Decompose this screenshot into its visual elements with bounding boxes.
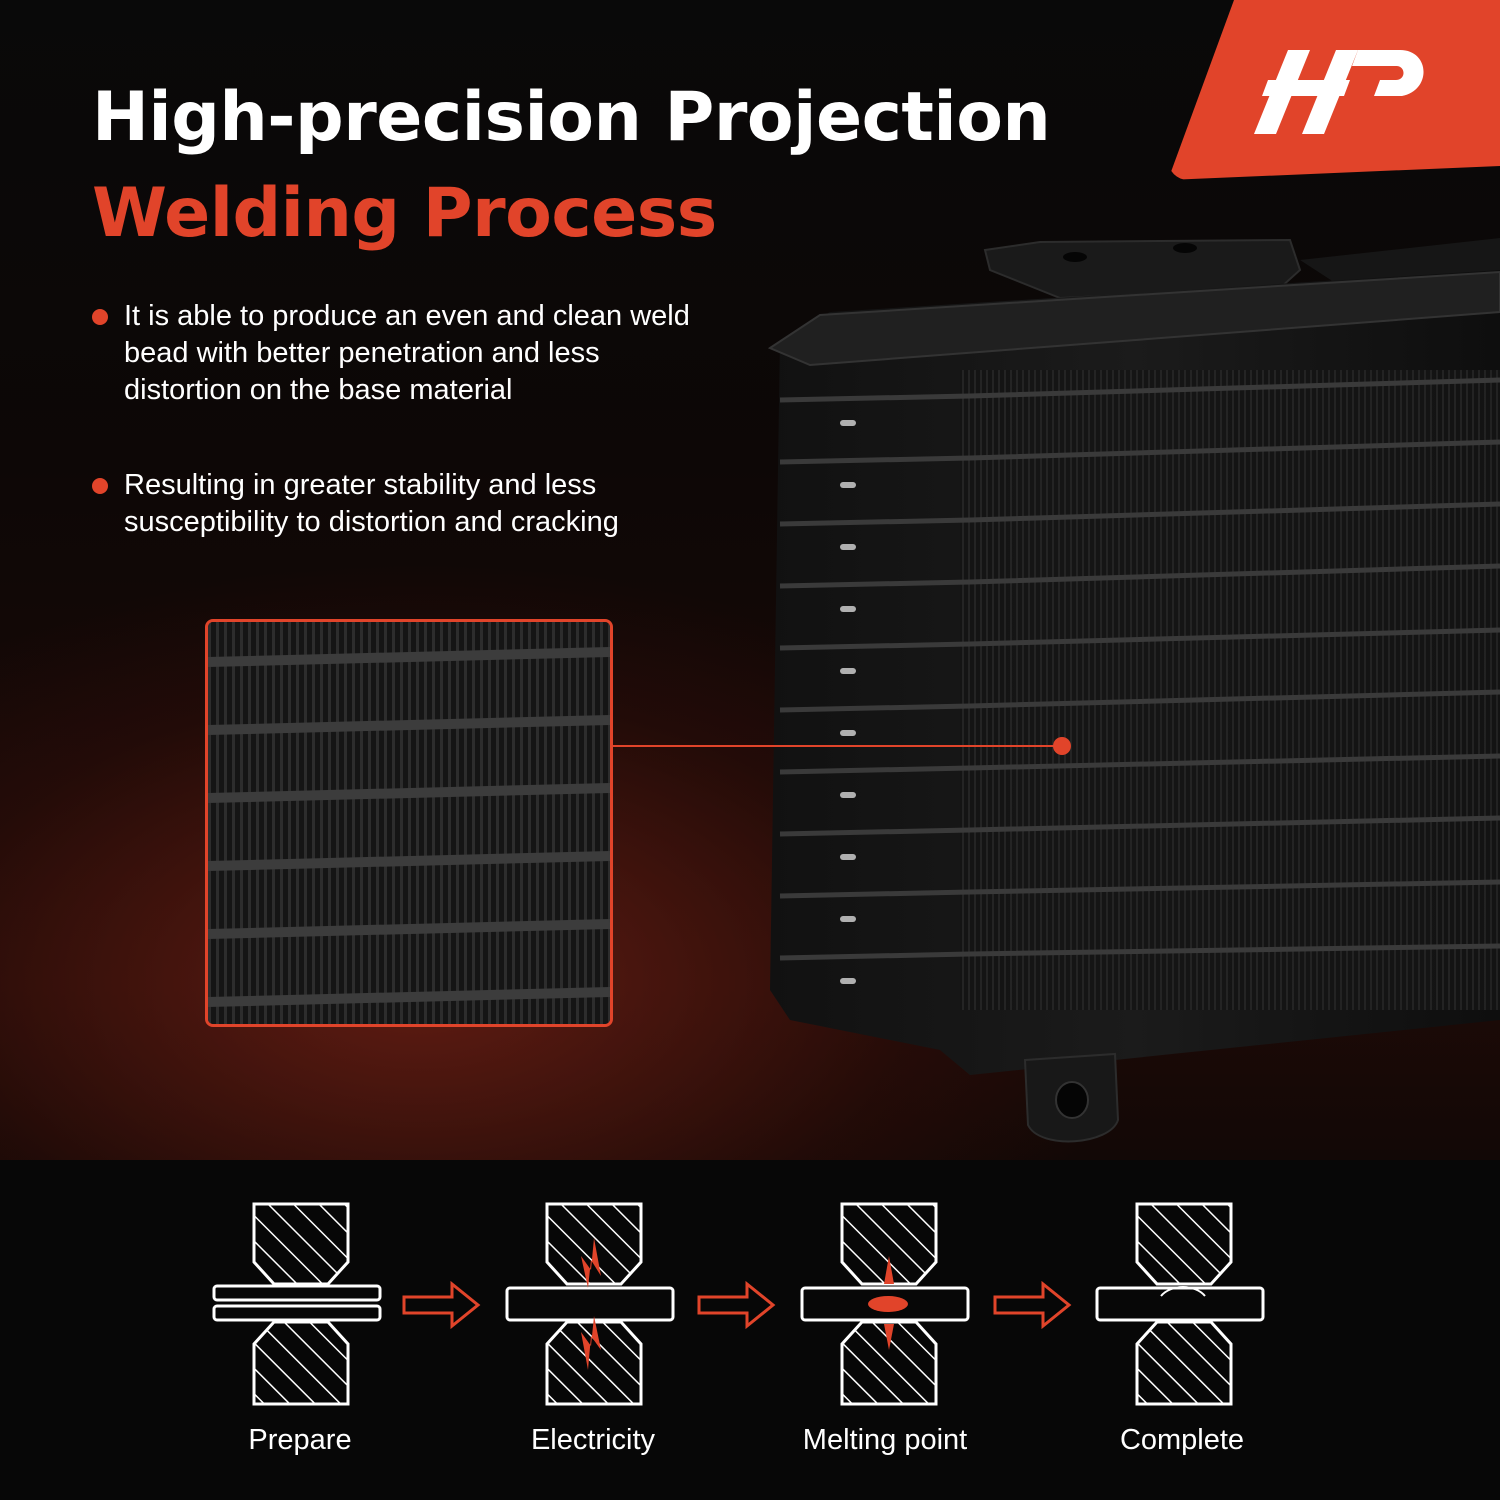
page-title: High-precision Projection Welding Proces… xyxy=(92,70,1051,262)
feature-item: Resulting in greater stability and less … xyxy=(92,467,692,541)
brand-logo-icon xyxy=(1254,50,1424,134)
step-arrow-icon xyxy=(697,1280,776,1330)
feature-text: It is able to produce an even and clean … xyxy=(124,300,690,406)
step-label-electricity: Electricity xyxy=(530,1424,656,1456)
title-line-2: Welding Process xyxy=(92,174,717,253)
feature-item: It is able to produce an even and clean … xyxy=(92,298,692,409)
step-label-melting-point: Melting point xyxy=(802,1424,968,1456)
feature-text: Resulting in greater stability and less … xyxy=(124,469,619,538)
oil-cooler-product-image xyxy=(767,238,1500,1143)
electricity-step-icon xyxy=(505,1202,675,1406)
step-label-complete: Complete xyxy=(1119,1424,1245,1456)
title-line-1: High-precision Projection xyxy=(92,78,1051,157)
bullet-dot-icon xyxy=(92,478,108,494)
prepare-step-icon xyxy=(212,1202,382,1406)
complete-step-icon xyxy=(1095,1202,1265,1406)
step-arrow-icon xyxy=(402,1280,481,1330)
step-label-prepare: Prepare xyxy=(248,1424,352,1456)
process-steps-panel xyxy=(0,1160,1500,1500)
feature-list: It is able to produce an even and clean … xyxy=(92,298,692,599)
brand-logo-badge xyxy=(1168,0,1500,180)
bullet-dot-icon xyxy=(92,309,108,325)
fin-detail-image xyxy=(208,622,610,1024)
fin-detail-zoom xyxy=(205,619,613,1027)
step-arrow-icon xyxy=(993,1280,1072,1330)
melting-point-step-icon xyxy=(800,1202,970,1406)
